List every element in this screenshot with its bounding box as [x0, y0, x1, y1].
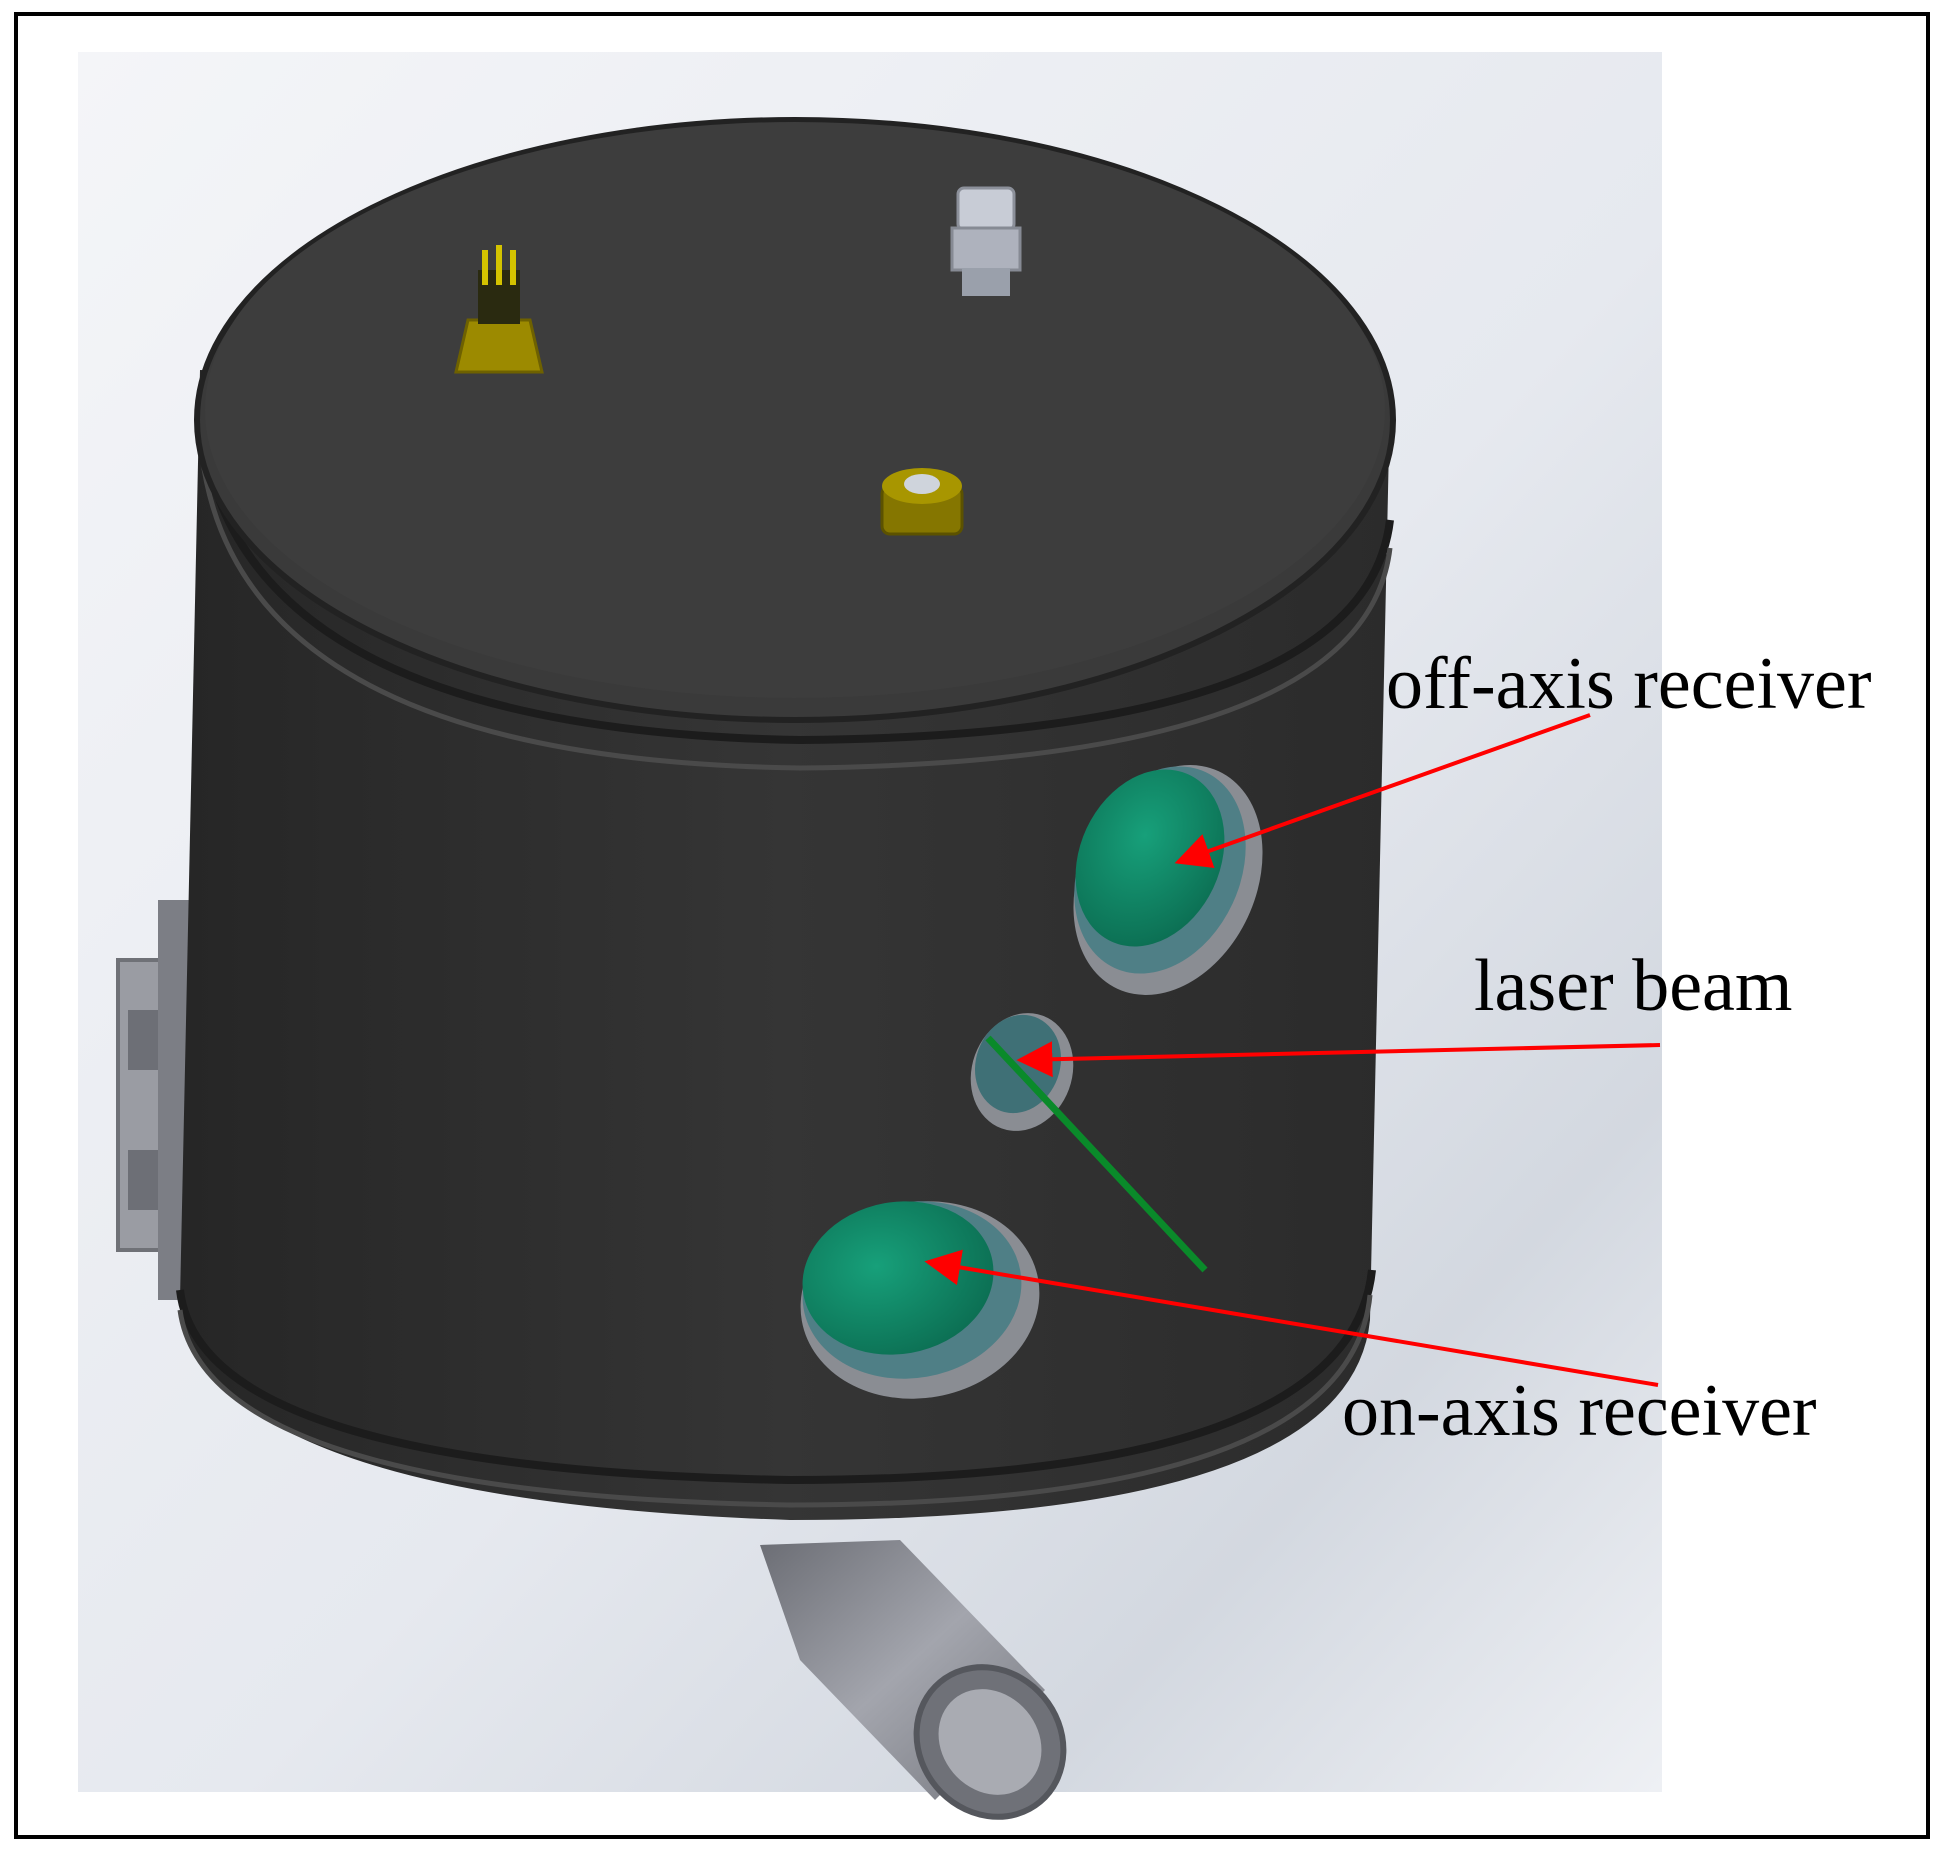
on-axis-receiver-arrow: [924, 1249, 1659, 1387]
laser-beam-label: laser beam: [1474, 945, 1792, 1027]
off-axis-receiver-window: [1073, 765, 1263, 995]
yellow-electrical-connector-icon: [454, 245, 544, 374]
on-axis-receiver-window: [800, 1201, 1040, 1399]
laser-beam-arrow: [1016, 1041, 1661, 1078]
bottom-pipe-outlet-icon: [760, 1540, 1067, 1820]
silver-pipe-fitting-icon: [950, 186, 1022, 296]
off-axis-receiver-arrow: [1174, 713, 1591, 869]
housing-lid: [194, 117, 1396, 723]
yellow-round-connector-icon: [880, 468, 964, 536]
off-axis-receiver-label: off-axis receiver: [1386, 643, 1872, 725]
on-axis-receiver-label: on-axis receiver: [1342, 1370, 1817, 1452]
